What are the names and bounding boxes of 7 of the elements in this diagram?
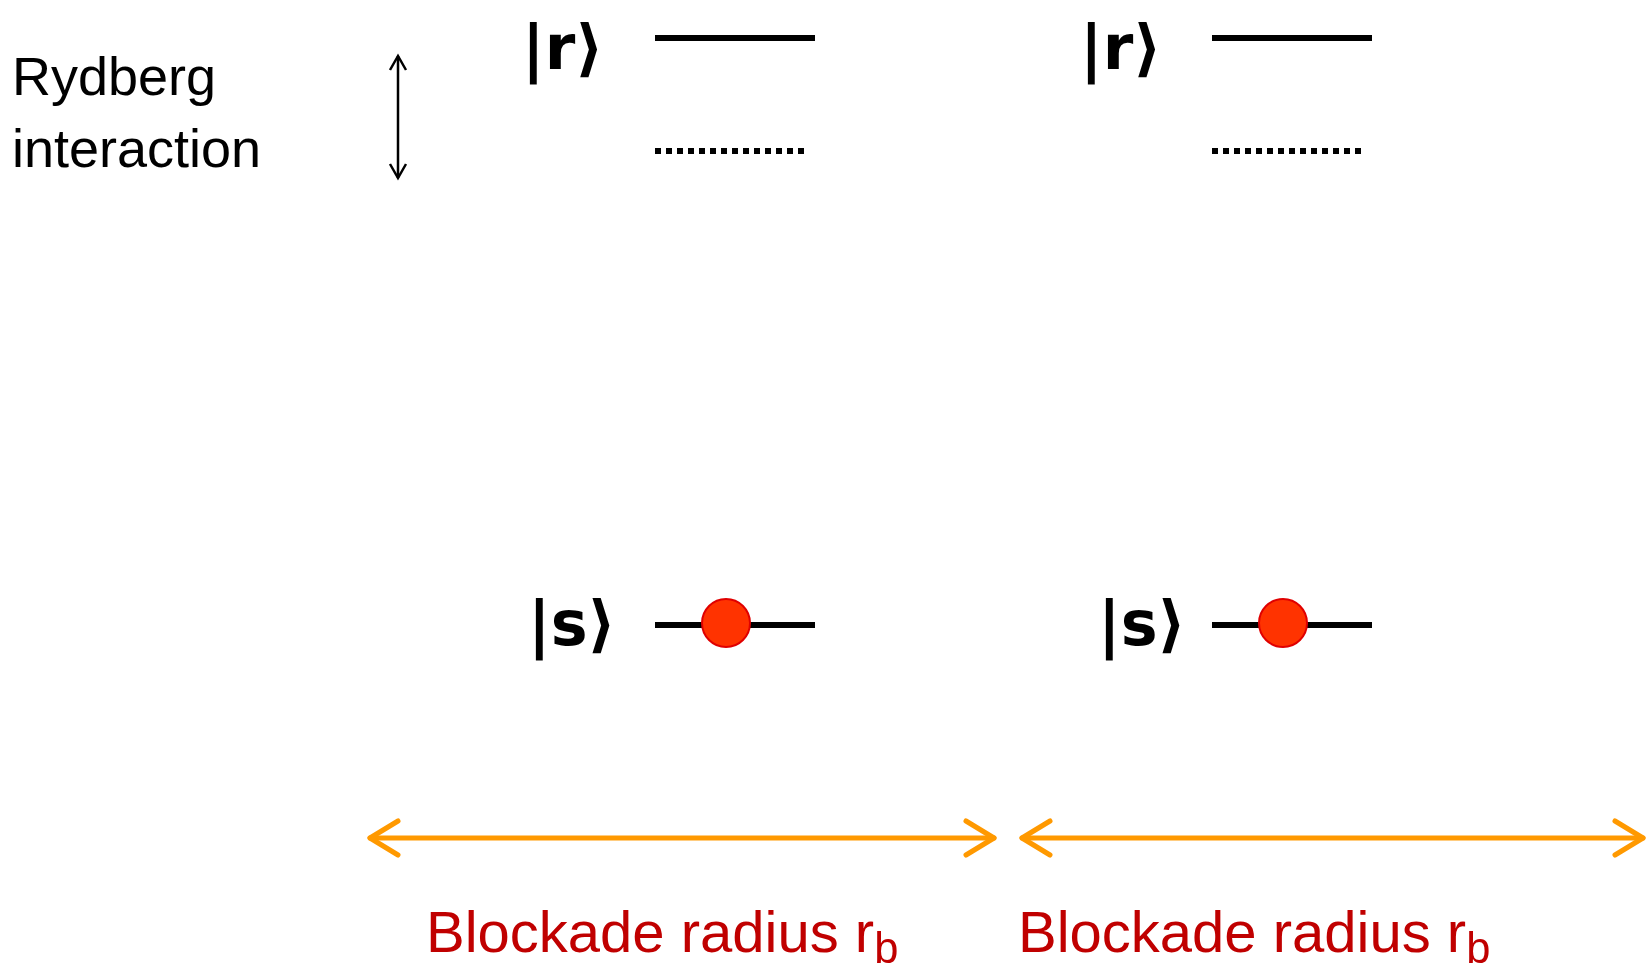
state-label: |r⟩ (522, 12, 604, 84)
dimension-label: Blockade radius r$_{b}$ (1018, 898, 1491, 966)
dimension-label: Blockade radius r$_{b}$ (426, 898, 899, 966)
state-label: |s⟩ (528, 588, 616, 660)
state-label: |r⟩ (1080, 12, 1162, 84)
state-label: |s⟩ (1098, 588, 1186, 660)
axis-label: Rydberg interaction (12, 45, 263, 180)
